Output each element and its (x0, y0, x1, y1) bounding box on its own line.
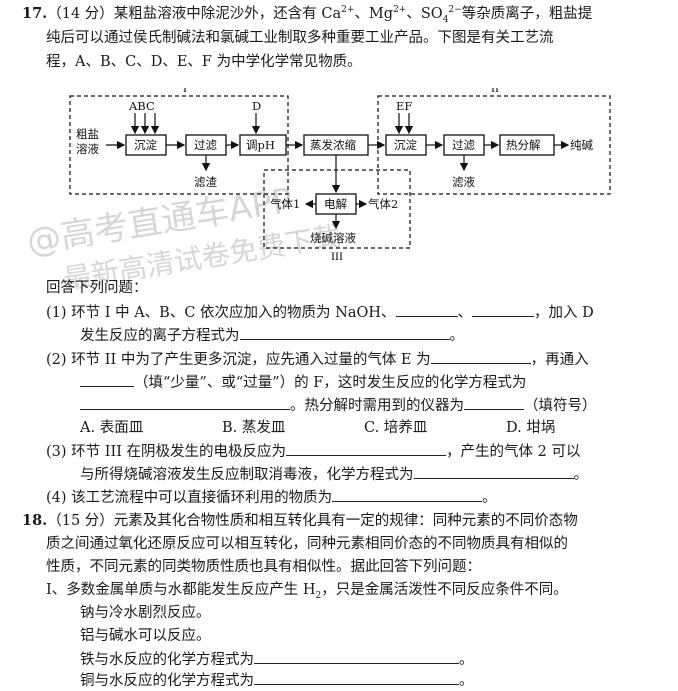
q18-text-1: 元素及其化合物性质和相互转化具有一定的规律：同种元素的不同价态物 (113, 513, 578, 529)
so4-charge: 2− (448, 5, 462, 16)
part-3-line-2: 与所得烧碱溶液发生反应制取消毒液，化学方程式为 。 (80, 464, 588, 485)
q17-number: 17. (22, 5, 48, 22)
part-1-line-2: 发生反应的离子方程式为 。 (80, 325, 464, 346)
reagents-ef: EF (396, 99, 412, 113)
product-label: 纯碱 (570, 138, 593, 152)
q17-text-1: 某粗盐溶液中除泥沙外，还含有 Ca (113, 6, 342, 22)
part-3-text-c: 与所得烧碱溶液发生反应制取消毒液，化学方程式为 (80, 467, 414, 483)
copper-text: 铜与水反应的化学方程式为 (80, 673, 254, 689)
iron-text: 铁与水反应的化学方程式为 (80, 652, 254, 668)
answer-blank-9[interactable] (413, 464, 574, 479)
region-2-label: II (491, 88, 499, 95)
region-3-label: III (331, 249, 343, 263)
part-2-text-a: (2) 环节 II 中为了产生更多沉淀，应先通入过量的气体 E 为 (46, 352, 431, 368)
part-2-line-2: （填“少量”、或“过量”）的 F，这时发生反应的化学方程式为 (80, 372, 526, 393)
answer-blank-5[interactable] (80, 372, 134, 387)
part-2-options: A. 表面皿 B. 蒸发皿 C. 培养皿 D. 坩埚 (80, 418, 555, 438)
answer-blank-8[interactable] (286, 441, 447, 456)
q18-section-1-tail: ，只是金属活泼性不同反应条件不同。 (321, 582, 568, 598)
part-3-text-b: ，产生的气体 2 可以 (446, 444, 581, 460)
q17-text-1-tail: 等杂质离子，粗盐提 (461, 6, 593, 22)
sodium-line: 钠与冷水剧烈反应。 (80, 605, 211, 621)
part-1-text-d: 发生反应的离子方程式为 (80, 328, 240, 344)
gas-1-label: 气体1 (270, 197, 300, 211)
process-flow-diagram: I II III 粗盐 溶液 ABC D EF 沉淀 过滤 滤渣 调pH 蒸发浓… (69, 88, 611, 263)
q17-line-3: 程，A、B、C、D、E、F 为中学化学常见物质。 (46, 54, 362, 70)
iron-line: 铁与水反应的化学方程式为 。 (80, 649, 474, 670)
copper-line: 铜与水反应的化学方程式为 。 (80, 670, 474, 691)
part-3-text-a: (3) 环节 III 在阴极发生的电极反应为 (46, 444, 287, 460)
q18-score: （15 分） (47, 513, 114, 529)
iron-end: 。 (459, 652, 474, 668)
input-label-top: 粗盐 (76, 127, 99, 141)
ca-charge: 2+ (341, 5, 355, 16)
part-4-text-b: 。 (482, 490, 497, 506)
box-filter-1-label: 过滤 (194, 138, 217, 152)
box-decompose-label: 热分解 (506, 138, 541, 152)
mg-charge: 2+ (393, 5, 407, 16)
gas-2-label: 气体2 (368, 197, 398, 211)
answer-blank-1[interactable] (395, 302, 458, 317)
option-b: B. 蒸发皿 (222, 420, 286, 436)
reagents-abc: ABC (128, 99, 155, 113)
part-2-text-e: （填符号） (524, 398, 597, 414)
so4-sub: 4 (442, 14, 449, 25)
box-electrolysis-label: 电解 (324, 197, 347, 211)
answer-intro: 回答下列问题： (46, 280, 148, 296)
input-label-bottom: 溶液 (76, 142, 99, 156)
q17-line-2: 纯后可以通过侯氏制碱法和氯碱工业制取多种重要工业产品。下图是有关工艺流 (46, 30, 554, 46)
box-precipitate-2-label: 沉淀 (394, 138, 417, 152)
part-2-text-d: 。热分解时需用到的仪器为 (290, 398, 464, 414)
filtrate-label: 滤液 (452, 175, 475, 189)
box-evaporate-label: 蒸发浓缩 (310, 138, 356, 152)
caustic-solution-label: 烧碱溶液 (310, 231, 356, 245)
part-1-text-c: ，加入 D (534, 305, 594, 321)
part-2-text-c: （填“少量”、或“过量”）的 F，这时发生反应的化学方程式为 (134, 375, 527, 391)
box-filter-2-label: 过滤 (452, 138, 475, 152)
option-c: C. 培养皿 (364, 420, 428, 436)
part-3-line-1: (3) 环节 III 在阴极发生的电极反应为 ，产生的气体 2 可以 (46, 441, 581, 462)
answer-blank-7[interactable] (464, 395, 524, 410)
mg-ion: 、Mg (354, 6, 394, 22)
copper-end: 。 (459, 673, 474, 689)
part-1-line-1: (1) 环节 I 中 A、B、C 依次应加入的物质为 NaOH、 、 ，加入 D (46, 302, 594, 323)
region-1-label: I (183, 88, 187, 95)
part-1-text-b: 、 (457, 305, 473, 321)
q18-number: 18. (22, 512, 48, 529)
h2-subscript: 2 (315, 590, 322, 601)
part-2-text-b: ，再通入 (530, 352, 589, 368)
residue-label: 滤渣 (194, 175, 217, 189)
part-4-line-1: (4) 该工艺流程中可以直接循环利用的物质为 。 (46, 487, 497, 508)
q17-line-1: 17.（14 分）某粗盐溶液中除泥沙外，还含有 Ca2+、Mg2+、SO42−等… (22, 4, 592, 24)
part-1-text-a: (1) 环节 I 中 A、B、C 依次应加入的物质为 NaOH、 (46, 305, 396, 321)
q18-line-2: 质之间通过氧化还原反应可以相互转化，同种元素相同价态的不同物质具有相似的 (46, 536, 568, 552)
answer-blank-4[interactable] (430, 349, 531, 364)
q18-section-1-text: Ⅰ、多数金属单质与水都能发生反应产生 H (46, 582, 316, 598)
q18-line-1: 18.（15 分）元素及其化合物性质和相互转化具有一定的规律：同种元素的不同价态… (22, 511, 578, 531)
q18-line-3: 性质，不同元素的同类物质性质也具有相似性。据此回答下列问题： (46, 559, 481, 575)
box-adjust-ph-label: 调pH (246, 138, 275, 152)
answer-blank-11[interactable] (254, 649, 459, 664)
part-1-text-e: 。 (449, 328, 465, 344)
answer-blank-12[interactable] (254, 670, 459, 685)
q18-section-1: Ⅰ、多数金属单质与水都能发生反应产生 H2，只是金属活泼性不同反应条件不同。 (46, 580, 568, 600)
answer-blank-6[interactable] (80, 395, 290, 410)
answer-blank-3[interactable] (239, 325, 450, 340)
part-3-text-d: 。 (573, 467, 589, 483)
part-4-text-a: (4) 该工艺流程中可以直接循环利用的物质为 (46, 490, 333, 506)
box-precipitate-1-label: 沉淀 (134, 138, 157, 152)
option-a: A. 表面皿 (80, 420, 144, 436)
q17-score: （14 分） (47, 6, 114, 22)
answer-blank-10[interactable] (332, 487, 483, 502)
region-3-border (263, 169, 411, 249)
part-2-line-1: (2) 环节 II 中为了产生更多沉淀，应先通入过量的气体 E 为 ，再通入 (46, 349, 589, 370)
option-d: D. 坩埚 (506, 420, 556, 436)
answer-blank-2[interactable] (472, 302, 535, 317)
aluminum-line: 铝与碱水可以反应。 (80, 628, 211, 644)
so4-ion: 、SO (406, 6, 443, 22)
reagent-d: D (252, 99, 261, 113)
part-2-line-3: 。热分解时需用到的仪器为 （填符号） (80, 395, 597, 416)
